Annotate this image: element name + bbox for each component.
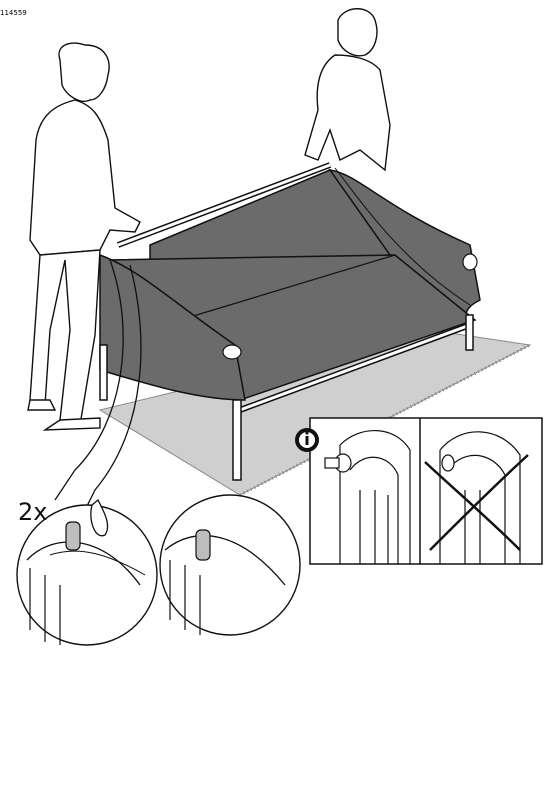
quantity-label: 2x [18, 498, 48, 526]
end-cap-front [222, 344, 242, 360]
end-cap-detail-box [309, 417, 543, 565]
rug-fringe [239, 343, 531, 497]
clip-detail-before [16, 498, 158, 646]
fabric-strap [54, 259, 142, 521]
clip-detail-after [159, 494, 301, 636]
frame-front-rail-highlight [239, 323, 471, 412]
sofa-legs [99, 314, 474, 481]
frame-top-rail-highlight [117, 163, 331, 247]
main-assembly-scene [27, 8, 532, 521]
correct-fitting-panel [324, 430, 411, 564]
strap-line-right [334, 167, 471, 306]
person-right [304, 8, 391, 172]
cross-icon [424, 454, 529, 551]
info-icon [295, 428, 319, 452]
rod-insertion-step: 114559 [0, 0, 27, 19]
end-cap-right [462, 253, 478, 271]
seat-seam [179, 254, 396, 321]
part-number-label: 114559 [0, 9, 27, 17]
person-left [27, 42, 141, 431]
